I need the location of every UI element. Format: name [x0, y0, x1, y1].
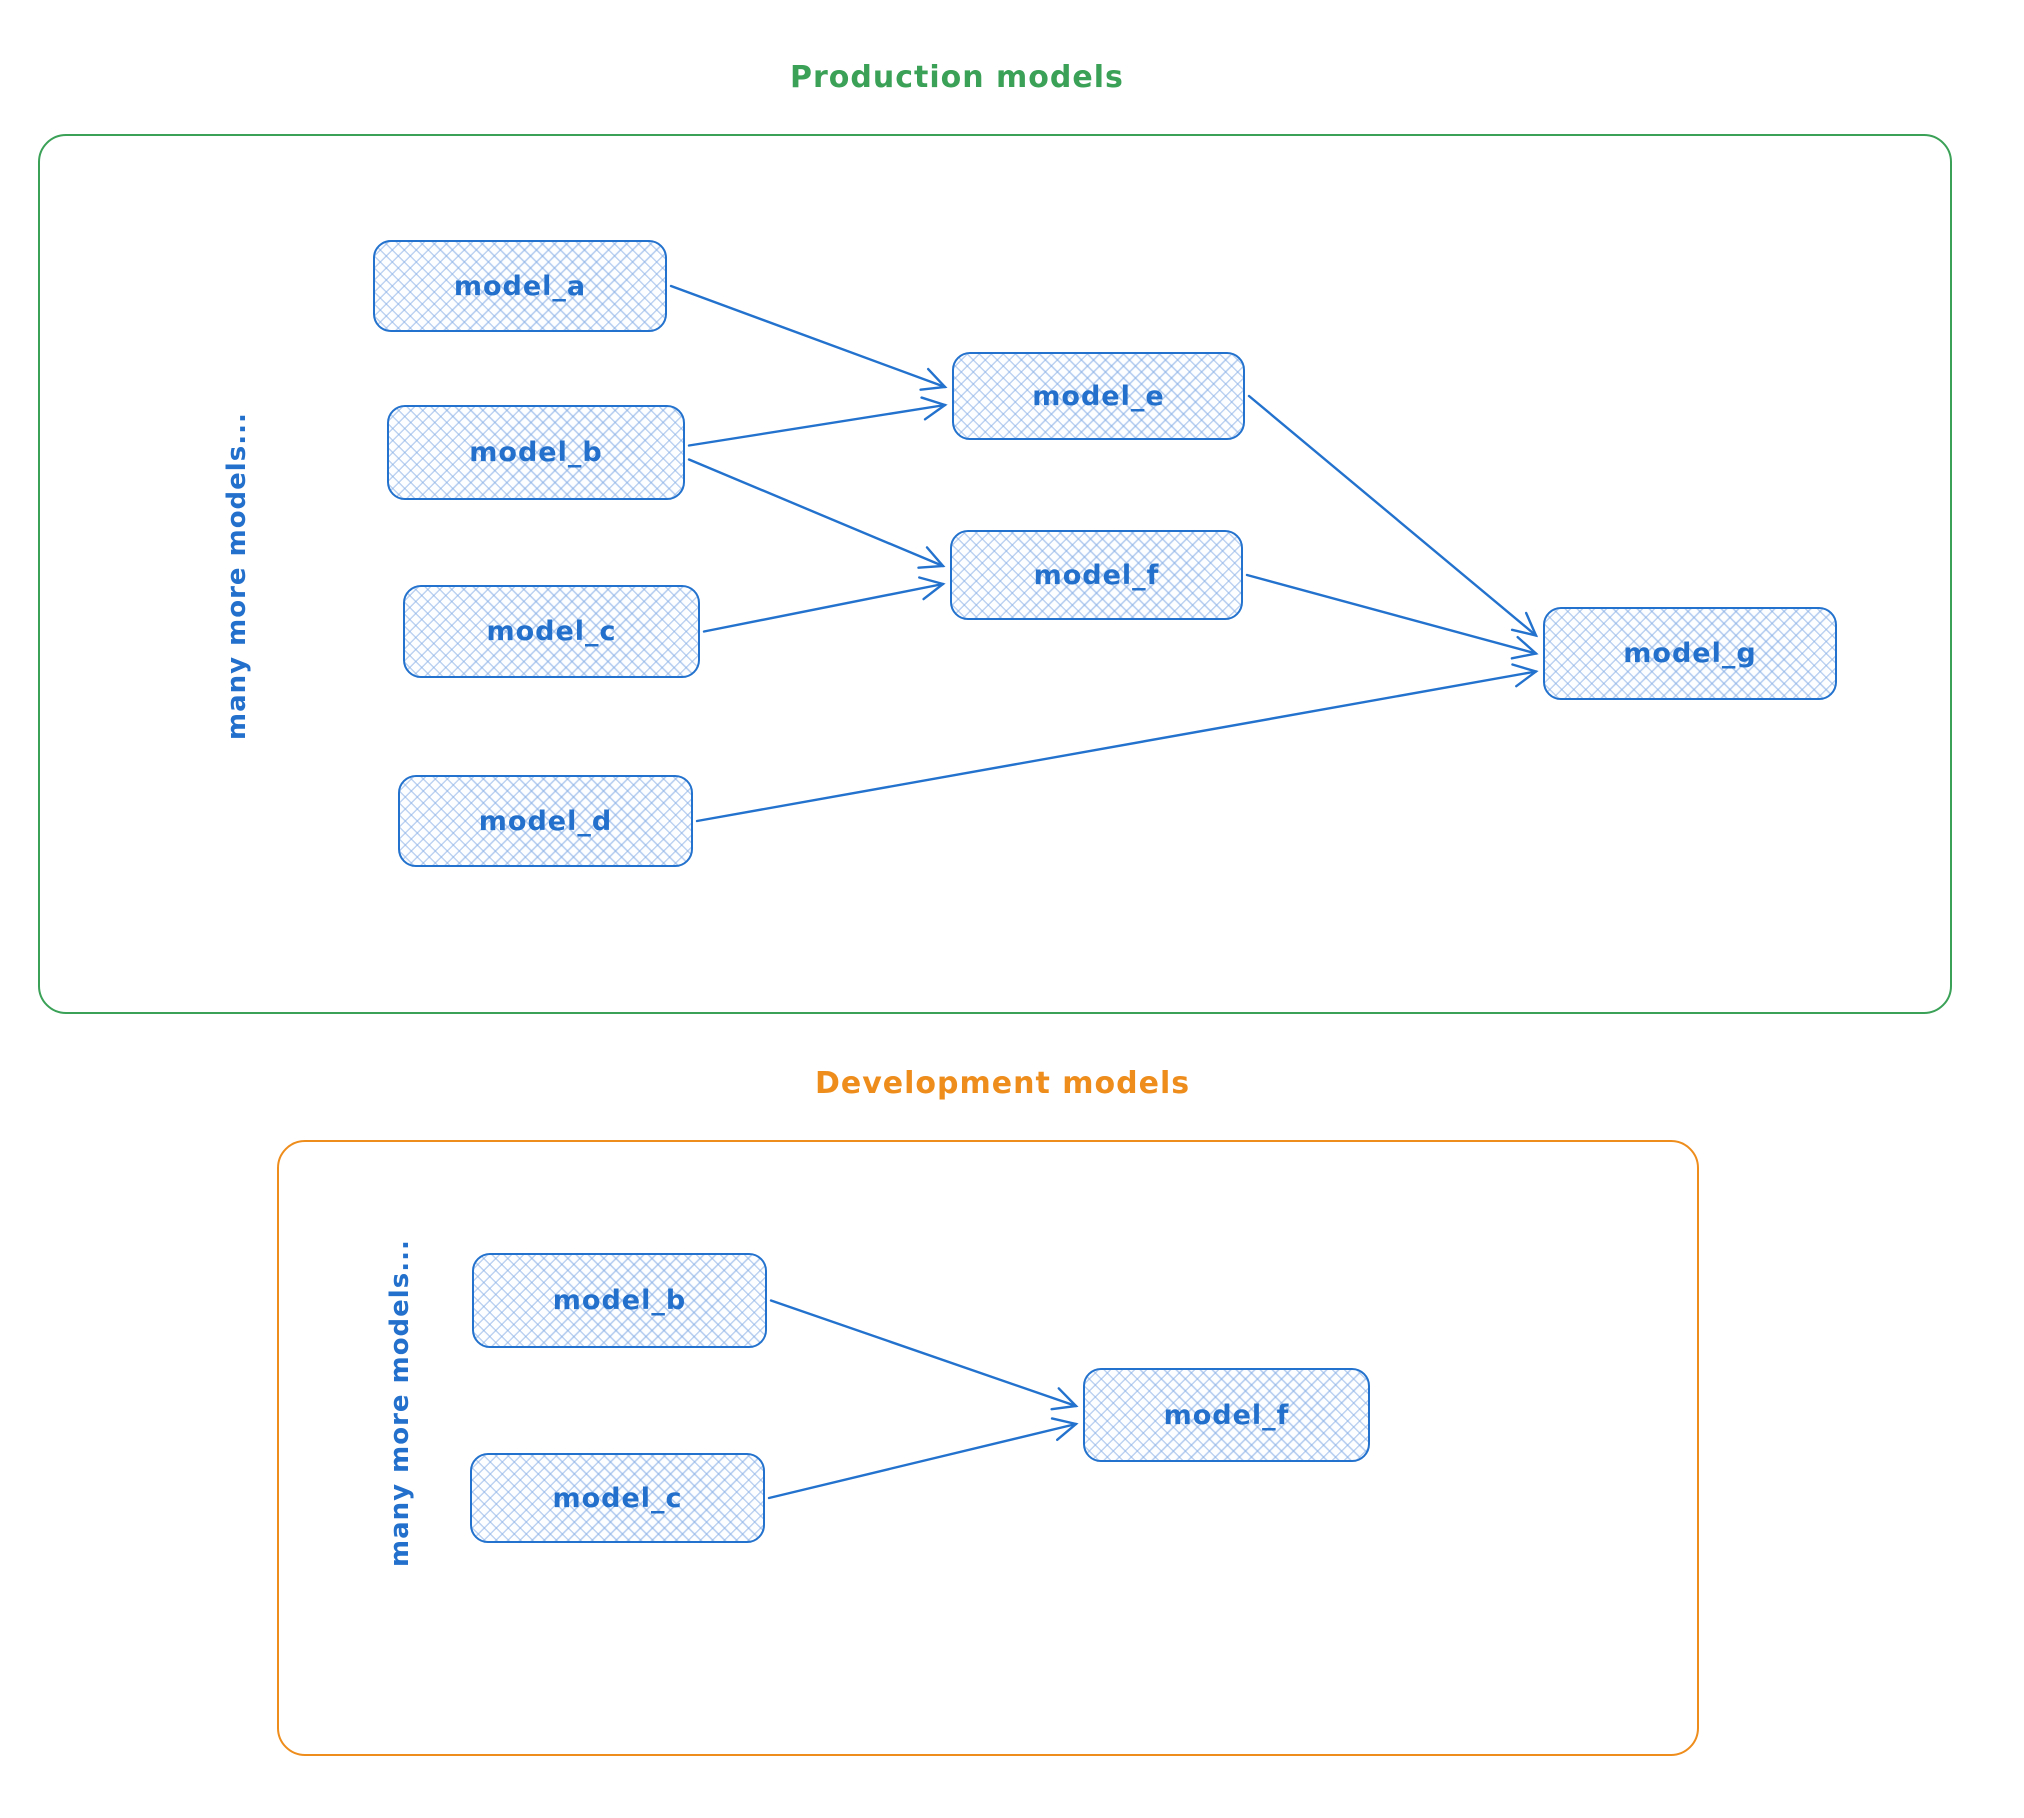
node-model-f-development: model_f — [1083, 1368, 1370, 1462]
node-model-b-production: model_b — [387, 405, 685, 500]
node-model-d-production: model_d — [398, 775, 693, 867]
production-section-title: Production models — [790, 60, 1124, 95]
node-model-b-development: model_b — [472, 1253, 767, 1348]
node-model-a-production: model_a — [373, 240, 667, 332]
node-model-e-production: model_e — [952, 352, 1245, 440]
node-model-c-development: model_c — [470, 1453, 765, 1543]
development-section-title: Development models — [815, 1066, 1191, 1101]
development-side-note: many more models... — [385, 1239, 415, 1567]
node-model-g-production: model_g — [1543, 607, 1837, 700]
production-side-note: many more models... — [222, 412, 252, 740]
node-model-c-production: model_c — [403, 585, 700, 678]
production-container — [38, 134, 1952, 1014]
node-model-f-production: model_f — [950, 530, 1243, 620]
development-container — [277, 1140, 1699, 1756]
